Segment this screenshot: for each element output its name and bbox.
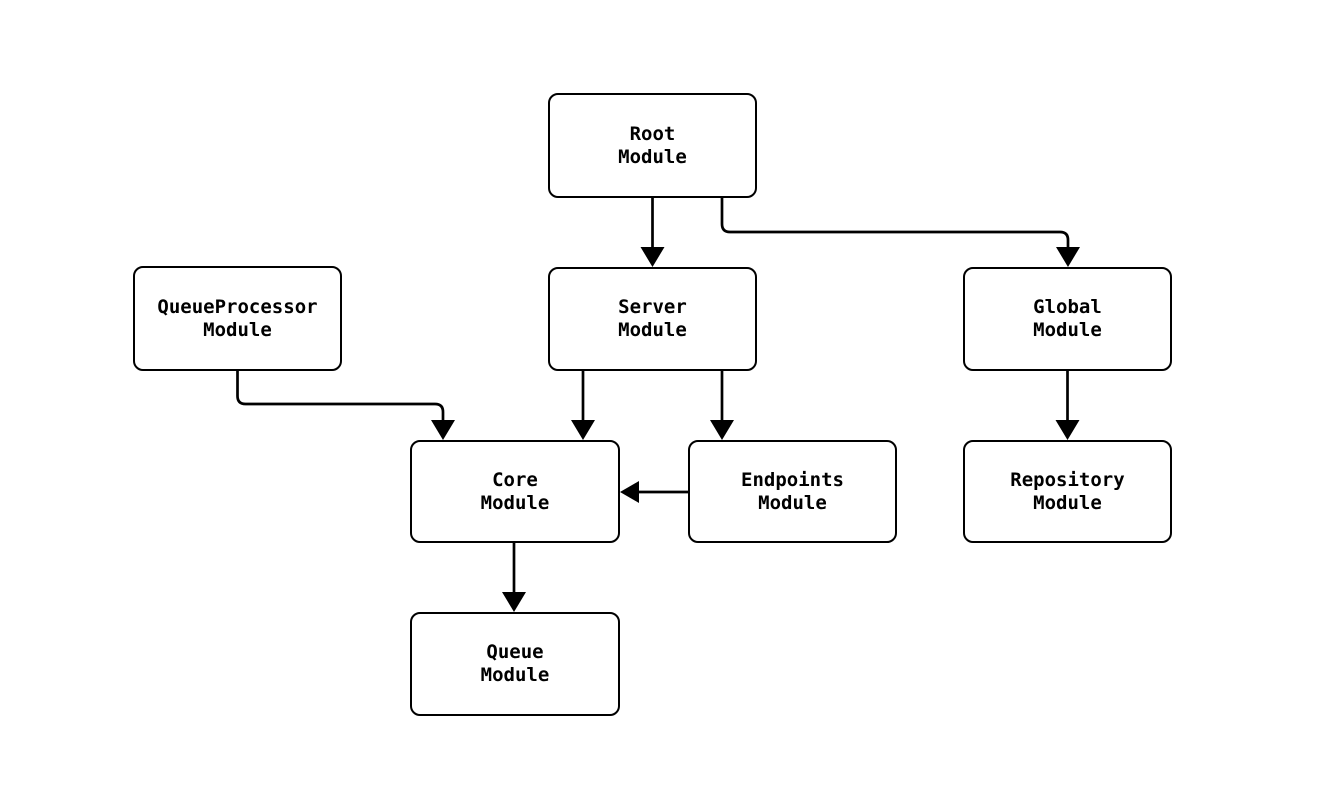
- node-label-line2: Module: [480, 491, 550, 514]
- node-root-module: Root Module: [548, 93, 757, 198]
- node-queue-module: Queue Module: [410, 612, 620, 716]
- node-label-line1: Root: [629, 122, 676, 145]
- edge-root-to-server: [640, 198, 665, 267]
- edge-server-to-core: [571, 371, 595, 440]
- node-global-module: Global Module: [963, 267, 1172, 371]
- edge-server-to-endpoints: [710, 371, 734, 440]
- node-label-line2: Module: [1033, 319, 1102, 341]
- node-label-line2: Module: [1033, 491, 1102, 514]
- node-label-line1: Repository: [1010, 468, 1125, 491]
- node-endpoints-module: Endpoints Module: [688, 440, 897, 543]
- node-server-module: Server Module: [548, 267, 757, 371]
- node-repository-module: Repository Module: [963, 440, 1172, 543]
- node-label-line2: Module: [618, 319, 687, 341]
- node-label-line2: Module: [480, 664, 550, 686]
- edge-endpoints-to-core: [620, 481, 688, 503]
- node-label-line2: Module: [618, 145, 687, 168]
- node-core-module: Core Module: [410, 440, 620, 543]
- edge-global-to-repository: [1055, 371, 1080, 440]
- node-label-line1: Global: [1033, 296, 1102, 318]
- node-label-line1: Core: [492, 468, 538, 491]
- node-label-line2: Module: [203, 318, 272, 341]
- node-label-line1: QueueProcessor: [157, 295, 318, 318]
- edge-core-to-queue: [502, 543, 526, 612]
- node-label-line2: Module: [758, 491, 827, 514]
- node-label-line1: Endpoints: [741, 468, 844, 491]
- edge-queueprocessor-to-core: [236, 371, 455, 440]
- node-queueprocessor-module: QueueProcessor Module: [133, 266, 342, 371]
- edge-root-to-global: [720, 198, 1080, 267]
- node-label-line1: Server: [618, 296, 687, 318]
- node-label-line1: Queue: [486, 641, 544, 663]
